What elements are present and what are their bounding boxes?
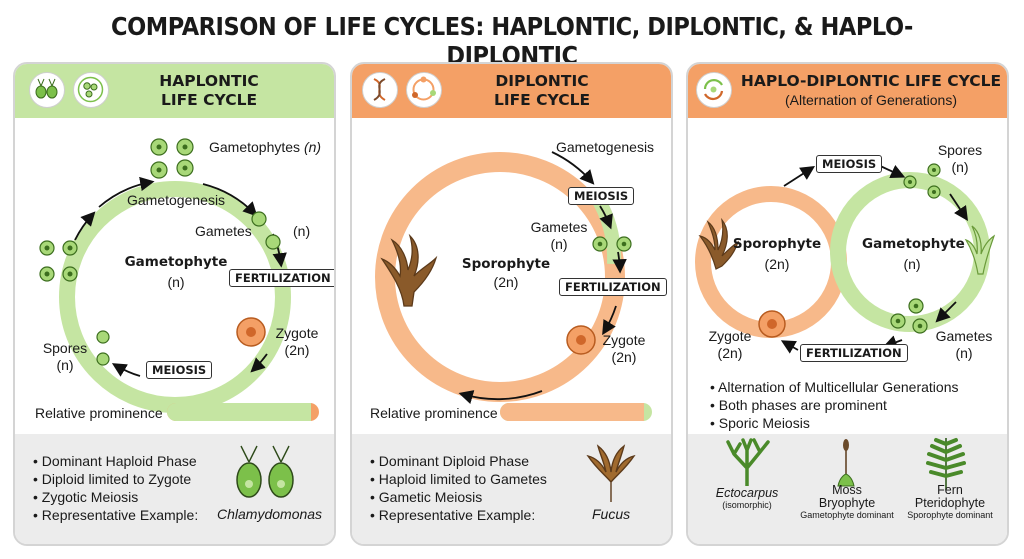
spores-label: Spores(n) [937, 142, 983, 175]
bullet-item: Gametic Meiosis [370, 488, 547, 506]
diplontic-cycle-diagram [375, 151, 632, 404]
haplontic-bullets: Dominant Haploid Phase Diploid limited t… [33, 452, 198, 524]
bullet-item: Sporic Meiosis [710, 414, 959, 432]
gametophyte-seaweed [964, 225, 996, 275]
haplodiplontic-header: HAPLO-DIPLONTIC LIFE CYCLE(Alternation o… [688, 64, 1007, 118]
sporophyte-center-label: Sporophyte [461, 256, 551, 272]
haplontic-summary: Dominant Haploid Phase Diploid limited t… [15, 434, 334, 544]
zygote-cell [566, 325, 596, 355]
gametes-label: Gametes(n) [935, 328, 993, 361]
fern-example: Fern Pteridophyte Sporophyte dominant [907, 483, 993, 521]
sporophyte-label: Sporophyte [732, 236, 822, 252]
bullet-item: Representative Example: [370, 506, 547, 524]
dna-helix-icon [362, 72, 398, 108]
gamete-cells [96, 211, 281, 366]
haplodiplontic-cycle-diagram [695, 163, 996, 354]
page-title: COMPARISON OF LIFE CYCLES: HAPLONTIC, DI… [111, 12, 913, 70]
bullet-item: Diploid limited to Zygote [33, 470, 198, 488]
bullet-item: Haploid limited to Gametes [370, 470, 547, 488]
gametophyte-center-label: Gametophyte [124, 254, 228, 270]
alternation-cycle-icon [696, 72, 732, 108]
sporophyte-ploidy: (2n) [493, 274, 519, 290]
cycle-cell-icon [406, 72, 442, 108]
gametophyte-ploidy: (n) [903, 256, 921, 272]
haplodiplontic-bullets: Alternation of Multicellular Generations… [710, 378, 959, 432]
bullet-item: Zygotic Meiosis [33, 488, 198, 506]
fertilization-tag: FERTILIZATION [559, 278, 667, 296]
gamete-cells [592, 236, 632, 252]
spores-label: Spores(n) [42, 340, 88, 373]
fertilization-tag: FERTILIZATION [800, 344, 908, 362]
gametophyte-ploidy: (n) [167, 274, 185, 290]
ectocarpus-example: Ectocarpus (isomorphic) [715, 486, 779, 510]
gametes-label: Gametes [195, 223, 252, 239]
ectocarpus-illustration [726, 438, 770, 486]
prominence-bar [167, 403, 319, 421]
example-name: Fucus [592, 506, 631, 522]
zygote-label: Zygote(2n) [275, 325, 319, 358]
meiosis-tag: MEIOSIS [568, 187, 635, 205]
sporophyte-seaweed [698, 217, 740, 270]
zygote-label: Zygote(2n) [602, 332, 646, 365]
gametogenesis-label: Gametogenesis [127, 192, 226, 208]
zygote-cell [236, 317, 266, 347]
bullet-item: Representative Example: [33, 506, 198, 524]
gametogenesis-label: Gametogenesis [556, 139, 655, 155]
bullet-item: Dominant Diploid Phase [370, 452, 547, 470]
gametes-ploidy: (n) [293, 223, 311, 239]
haplodiplontic-examples: Ectocarpus (isomorphic) Moss Bryophyte G… [688, 434, 1007, 544]
chlamydomonas-cells-icon [29, 72, 65, 108]
sporophyte-ploidy: (2n) [764, 256, 790, 272]
moss-illustration [837, 439, 855, 487]
diploid-prominence-fill [500, 403, 645, 421]
bullet-item: Both phases are prominent [710, 396, 959, 414]
prominence-label: Relative prominence [35, 405, 163, 421]
diplontic-summary: Dominant Diploid Phase Haploid limited t… [352, 434, 671, 544]
meiosis-tag: MEIOSIS [816, 155, 883, 173]
zygote-label: Zygote(2n) [708, 328, 752, 361]
diplontic-bullets: Dominant Diploid Phase Haploid limited t… [370, 452, 547, 524]
bullet-item: Dominant Haploid Phase [33, 452, 198, 470]
fern-illustration [926, 438, 966, 490]
chlamydomonas-illustration [236, 445, 294, 498]
gametes-label: Gametes(n) [530, 219, 588, 252]
example-name: Chlamydomonas [217, 506, 323, 522]
diploid-cycle-ring [375, 152, 625, 402]
cell-cluster-icon [73, 72, 109, 108]
haplodiplontic-panel: HAPLO-DIPLONTIC LIFE CYCLE(Alternation o… [686, 62, 1009, 546]
haploid-prominence-fill [167, 403, 312, 421]
gametophyte-label: Gametophyte [862, 236, 965, 252]
haplodiplontic-title: HAPLO-DIPLONTIC LIFE CYCLE(Alternation o… [740, 72, 1002, 108]
fucus-illustration [586, 444, 636, 502]
prominence-label: Relative prominence [370, 405, 498, 421]
fucus-seaweed-illustration [380, 233, 438, 307]
moss-example: Moss Bryophyte Gametophyte dominant [800, 483, 894, 521]
gametophytes-label: Gametophytes (n) [209, 139, 322, 155]
prominence-bar [500, 403, 652, 421]
zygote-cell [758, 310, 786, 338]
fertilization-tag: FERTILIZATION [229, 269, 334, 287]
meiosis-tag: MEIOSIS [146, 361, 213, 379]
bullet-item: Alternation of Multicellular Generations [710, 378, 958, 396]
